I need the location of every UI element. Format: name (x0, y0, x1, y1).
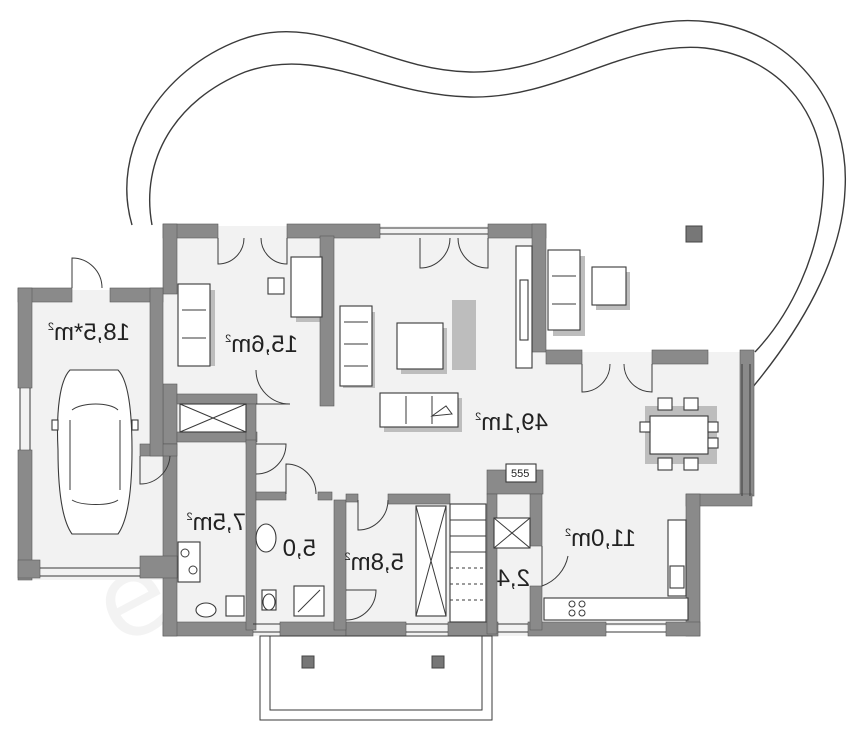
room-label-kitchen: 11,0m2 (565, 525, 636, 552)
entrance-porch (259, 635, 493, 721)
kitchen-fixtures (543, 519, 689, 621)
boiler-label: 555 (511, 468, 529, 480)
doors (71, 237, 653, 621)
storage-cabinets (179, 403, 531, 617)
boiler: 555 (505, 463, 537, 483)
room-label-pantry: 2,4 (497, 565, 530, 592)
walls (17, 223, 755, 637)
svg-text:15,6m2: 15,6m2 (225, 331, 298, 358)
svg-text:49,1m2: 49,1m2 (475, 409, 548, 436)
room-label-living: 15,6m2 (225, 331, 298, 358)
dining-table (639, 397, 719, 471)
svg-text:5,8m2: 5,8m2 (345, 549, 405, 576)
svg-text:7,5m2: 7,5m2 (187, 509, 247, 536)
room-label-main: 49,1m2 (475, 409, 548, 436)
svg-text:2,4: 2,4 (497, 565, 530, 592)
car-icon (51, 369, 139, 535)
living-furniture (177, 256, 323, 367)
bath-fixtures (177, 523, 325, 618)
svg-text:5,0: 5,0 (283, 535, 316, 562)
room-label-utility: 7,5m2 (187, 509, 247, 536)
svg-text:18,5*m2: 18,5*m2 (48, 319, 130, 346)
room-label-hall: 5,8m2 (345, 549, 405, 576)
terrace-furniture (547, 225, 703, 331)
pillar-icon (431, 655, 445, 669)
room-label-garage: 18,5*m2 (48, 319, 130, 346)
room-label-bath: 5,0 (283, 535, 316, 562)
pillar-icon (301, 655, 315, 669)
windows (19, 227, 751, 633)
pillar-icon (685, 225, 703, 243)
main-furniture (339, 245, 533, 428)
garden-outline-inner (148, 46, 825, 353)
garden-outline-outer (126, 19, 847, 389)
stairs (449, 503, 487, 623)
svg-text:11,0m2: 11,0m2 (565, 525, 636, 552)
